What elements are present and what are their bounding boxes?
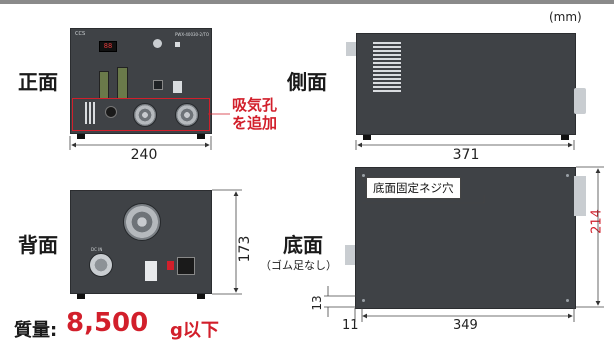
unit-label: (mm) (549, 10, 582, 24)
intake-annotation-line2: を追加 (232, 114, 278, 132)
front-vent-icon (85, 102, 96, 124)
side-vent-icon (373, 42, 401, 92)
back-view-label: 背面 (18, 233, 58, 257)
weight-unit: g以下 (170, 320, 219, 341)
front-model: PWX-40030-2/TO (175, 32, 210, 37)
bottom-view-note: （ゴム足なし） (260, 259, 337, 272)
front-connector-icon (173, 81, 182, 93)
bottom-view-label: 底面 (283, 233, 323, 257)
back-power-switch-icon (167, 261, 174, 270)
back-foot-left (77, 294, 85, 299)
bottom-side-fan-icon (574, 176, 586, 216)
front-width-dimension: 240 (130, 147, 158, 163)
bottom-side-knob-icon (345, 245, 355, 265)
back-fan-icon (123, 203, 161, 241)
foot-offset-dimension: 11 (342, 318, 359, 333)
back-inlet-icon (177, 257, 195, 275)
front-foot-left (77, 134, 85, 139)
screw-holes-callout: 底面固定ネジ穴 (366, 177, 461, 199)
side-foot-left (363, 135, 371, 140)
screw-hole (566, 299, 569, 302)
back-foot-right (197, 294, 205, 299)
front-port-icon (105, 106, 117, 118)
side-depth-dimension: 371 (452, 147, 480, 163)
front-knob-icon (153, 39, 162, 48)
front-socket-icon (153, 80, 163, 90)
side-connector-icon (574, 88, 586, 114)
intake-highlight (72, 98, 210, 131)
intake-annotation-line1: 吸気孔 (232, 96, 278, 114)
weight-label: 質量: (14, 320, 58, 341)
screw-hole (566, 174, 569, 177)
screw-hole (362, 174, 365, 177)
back-label-plate (145, 261, 157, 281)
side-view-label: 側面 (287, 70, 327, 94)
front-view-label: 正面 (18, 70, 58, 94)
front-brand: CCS (75, 31, 86, 37)
front-intake-fan-left-icon (133, 103, 157, 127)
intake-annotation: 吸気孔 を追加 (232, 96, 277, 132)
top-border (0, 0, 614, 4)
front-intake-fan-right-icon (175, 103, 199, 127)
back-view-device: DC IN (70, 190, 212, 299)
bottom-length-dimension: 349 (453, 318, 478, 333)
front-switch-icon (175, 42, 180, 47)
side-view-device (356, 33, 576, 140)
front-view-device: CCS PWX-40030-2/TO 88 (70, 28, 212, 139)
weight-value: 8,500 (66, 308, 149, 338)
side-knob-icon (346, 42, 356, 56)
front-display: 88 (99, 41, 117, 52)
back-connector-label: DC IN (91, 247, 103, 252)
back-circular-connector-icon (89, 253, 113, 277)
front-foot-right (197, 134, 205, 139)
side-foot-right (561, 135, 569, 140)
screw-hole (362, 299, 365, 302)
